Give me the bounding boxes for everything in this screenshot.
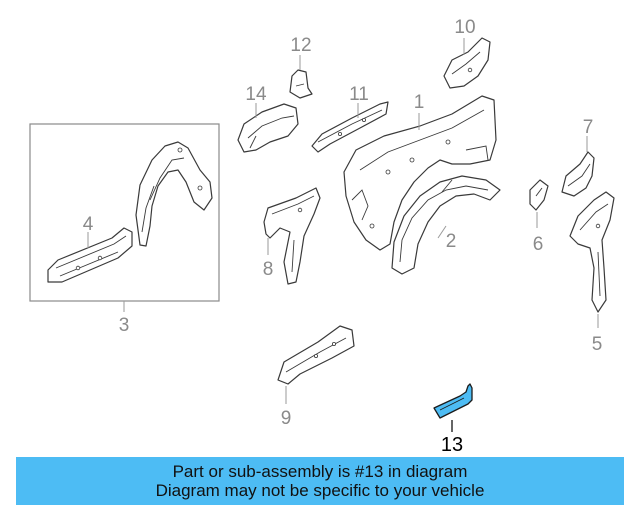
- part-3-wheelhouse-panel[interactable]: [135, 141, 213, 247]
- callout-2[interactable]: 2: [446, 231, 457, 252]
- banner-line-disclaimer: Diagram may not be specific to your vehi…: [155, 481, 485, 500]
- part-1-quarter-panel[interactable]: [343, 95, 497, 251]
- callout-13[interactable]: 13: [441, 434, 463, 456]
- callout-5[interactable]: 5: [592, 334, 603, 355]
- banner-line-part-number: Part or sub-assembly is #13 in diagram: [172, 462, 468, 481]
- part-2-wheelhouse[interactable]: [391, 175, 501, 275]
- part-6-small-bracket[interactable]: [529, 179, 549, 211]
- part-4-rail[interactable]: [47, 227, 133, 283]
- exploded-parts-diagram: 4 3 14 12 11: [29, 17, 615, 456]
- part-13-highlighted[interactable]: [433, 383, 473, 419]
- callout-3[interactable]: 3: [119, 315, 130, 336]
- part-12-clip[interactable]: [289, 69, 313, 99]
- callout-6[interactable]: 6: [533, 234, 544, 255]
- info-banner: Part or sub-assembly is #13 in diagram D…: [16, 457, 624, 505]
- part-14-bracket[interactable]: [237, 103, 299, 153]
- callout-14[interactable]: 14: [245, 84, 267, 105]
- callout-11[interactable]: 11: [349, 84, 369, 105]
- part-7-corner-bracket[interactable]: [561, 151, 595, 197]
- callout-8[interactable]: 8: [263, 259, 274, 280]
- part-8-pillar[interactable]: [263, 187, 321, 285]
- callout-4[interactable]: 4: [83, 214, 94, 235]
- part-5-rear-pillar[interactable]: [569, 191, 615, 313]
- callout-7[interactable]: 7: [583, 117, 594, 138]
- leader-2: [437, 225, 447, 239]
- part-10-upper-bracket[interactable]: [443, 37, 491, 89]
- callout-10[interactable]: 10: [454, 17, 475, 38]
- callout-12[interactable]: 12: [290, 35, 311, 56]
- callout-1[interactable]: 1: [414, 92, 425, 113]
- part-9-sill[interactable]: [277, 325, 355, 385]
- callout-9[interactable]: 9: [281, 408, 292, 429]
- part-11-reinforcement[interactable]: [311, 101, 389, 153]
